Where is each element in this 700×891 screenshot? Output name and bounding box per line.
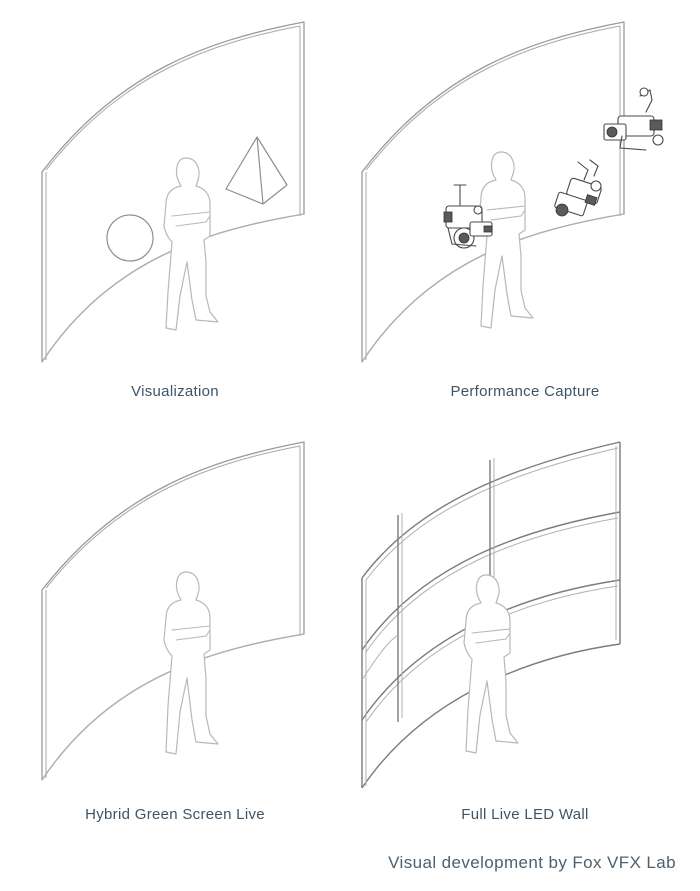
hybrid-green-screen-illustration xyxy=(41,441,305,781)
sphere-shape xyxy=(106,214,154,262)
camera-rig-middle xyxy=(554,159,602,217)
caption-full-live-led-wall: Full Live LED Wall xyxy=(461,806,589,823)
camera-rig-left xyxy=(443,184,493,249)
standing-figure xyxy=(463,574,519,754)
caption-visualization: Visualization xyxy=(131,383,219,400)
floor-curve xyxy=(361,213,625,363)
panel-hybrid-green-screen-live: Hybrid Green Screen Live xyxy=(0,430,350,860)
credit-text: Visual development by Fox VFX Lab xyxy=(388,853,676,872)
caption-hybrid-green-screen-live: Hybrid Green Screen Live xyxy=(85,806,265,823)
standing-figure xyxy=(478,151,534,329)
performance-capture-illustration xyxy=(361,21,664,363)
panel-full-live-led-wall: Full Live LED Wall xyxy=(350,430,700,860)
floor-curve xyxy=(41,633,305,781)
panel-performance-capture: Performance Capture xyxy=(350,0,700,430)
standing-figure xyxy=(163,571,219,755)
floor-curve xyxy=(41,213,305,363)
pyramid-shape xyxy=(225,136,288,205)
led-wall-illustration xyxy=(361,441,621,789)
panel-visualization: Visualization xyxy=(0,0,350,430)
caption-performance-capture: Performance Capture xyxy=(450,383,600,400)
camera-rig-right xyxy=(603,87,664,151)
visualization-illustration xyxy=(41,21,305,363)
standing-figure xyxy=(163,157,219,331)
